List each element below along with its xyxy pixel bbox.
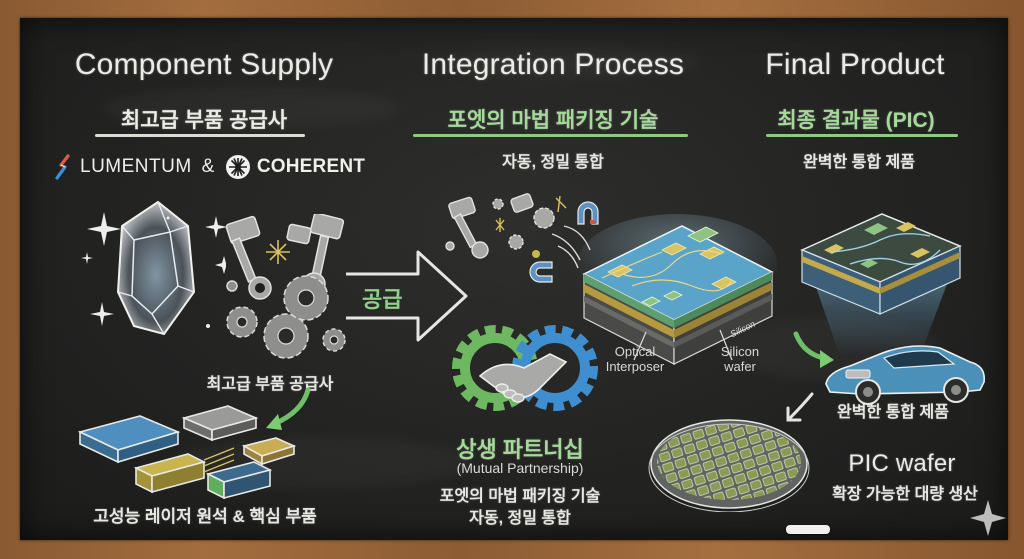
curved-arrow-down-icon xyxy=(266,387,311,430)
product-subtitle: 최종 결과물 (PIC) xyxy=(777,109,935,132)
partnership-title: 상생 파트너십 xyxy=(456,437,584,462)
arrow-to-wafer-icon xyxy=(786,392,814,422)
partnership-english: (Mutual Partnership) xyxy=(456,460,584,476)
supply-subtitle: 최고급 부품 공급사 xyxy=(120,109,288,132)
supply-illustration-caption: 최고급 부품 공급사 xyxy=(206,376,334,393)
pistons-gears-icon xyxy=(225,214,346,359)
integration-underline xyxy=(413,134,688,137)
sparkle-icon xyxy=(970,500,1006,536)
wafer-title: PIC wafer xyxy=(848,450,956,477)
wafer-caption: 확장 가능한 대량 생산 xyxy=(832,486,978,503)
integration-title: Integration Process xyxy=(421,48,685,81)
mutual-partnership-gears-icon xyxy=(452,325,598,411)
lumentum-logo-text: LUMENTUM xyxy=(80,156,192,177)
flying-parts-magnets-icon xyxy=(445,193,599,283)
curved-arrow-to-car-icon xyxy=(793,331,834,368)
product-underline xyxy=(766,134,958,137)
car-caption: 완벽한 통합 제품 xyxy=(837,404,949,421)
supply-arrow-label: 공급 xyxy=(362,287,403,312)
chalkboard: Component Supply 최고급 부품 공급사 LUMENTUM & C… xyxy=(20,18,1008,540)
partnership-line2: 자동, 정밀 통합 xyxy=(469,510,571,527)
coherent-logo-text: COHERENT xyxy=(256,156,366,177)
supplier-logos: LUMENTUM & COHERENT xyxy=(52,154,365,180)
chalk-piece xyxy=(786,525,830,534)
coherent-logo-icon xyxy=(225,155,250,179)
integration-subtitle: 포엣의 마법 패키징 기술 xyxy=(447,109,659,132)
product-description: 완벽한 통합 제품 xyxy=(803,154,915,171)
supply-underline xyxy=(95,134,305,137)
supply-title: Component Supply xyxy=(74,48,334,81)
crystal-icon xyxy=(81,200,226,336)
integration-description: 자동, 정밀 통합 xyxy=(502,154,604,171)
lumentum-logo-icon xyxy=(55,154,70,180)
final-pic-chip-icon xyxy=(800,213,962,356)
logo-separator: & xyxy=(201,156,215,177)
partnership-line1: 포엣의 마법 패키징 기술 xyxy=(439,488,601,505)
silicon-wafer-label: Silicon wafer xyxy=(720,344,760,374)
sports-car-icon xyxy=(825,345,986,405)
pic-wafer-icon xyxy=(648,419,810,512)
supply-flow-arrow-icon xyxy=(346,250,468,342)
laser-modules-icon xyxy=(77,405,297,500)
pic-chip-stack-icon: Silicon xyxy=(577,214,777,365)
supply-bottom-caption: 고성능 레이저 원석 & 핵심 부품 xyxy=(93,507,317,526)
product-title: Final Product xyxy=(765,48,945,81)
optical-interposer-label: Optical Interposer xyxy=(605,344,665,374)
